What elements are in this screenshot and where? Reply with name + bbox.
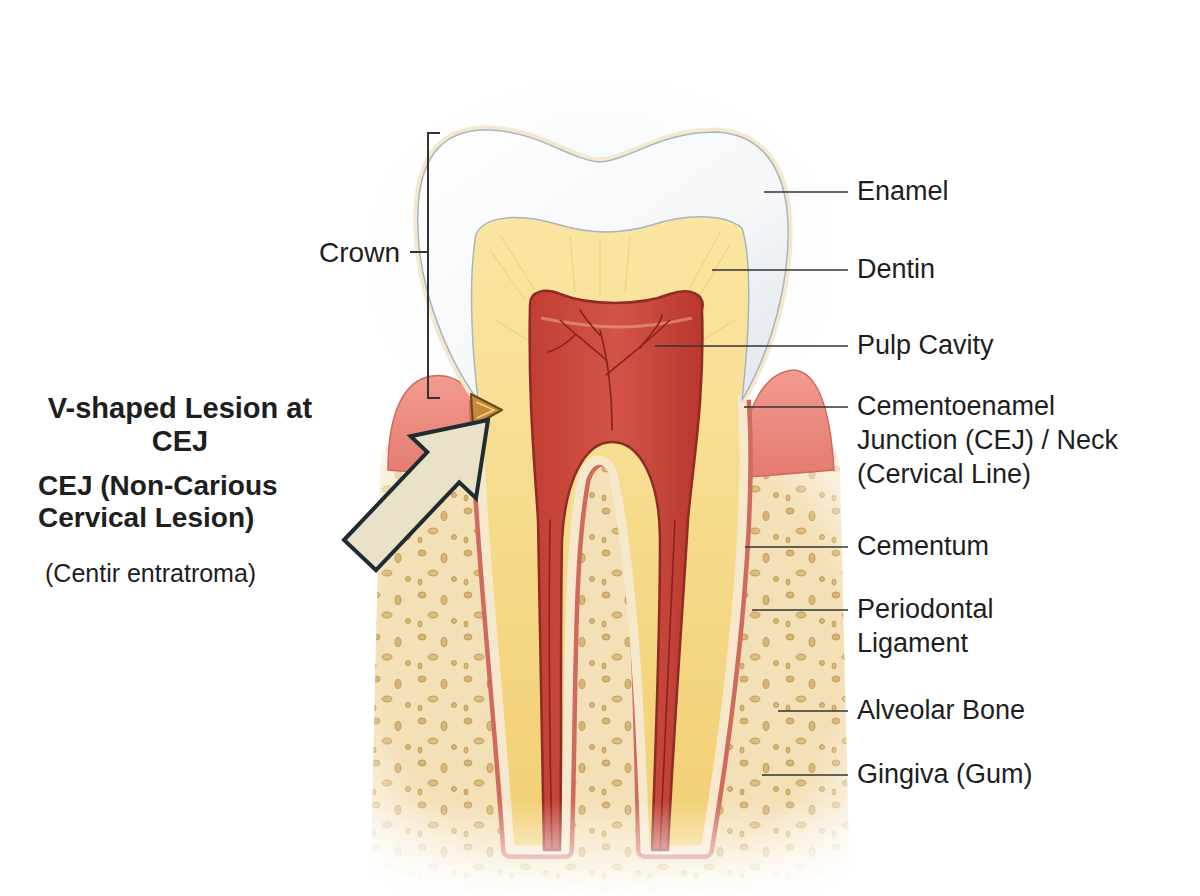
part-label: Alveolar Bone [857, 694, 1177, 728]
callout-heading: V-shaped Lesion at CEJ [35, 392, 325, 459]
part-label: Crown [280, 235, 400, 270]
callout-note: (Centir entratroma) [45, 558, 345, 589]
part-label: Dentin [857, 253, 1177, 287]
callout-subheading: CEJ (Non-Carious Cervical Lesion) [38, 470, 338, 534]
part-label: Enamel [857, 175, 1177, 209]
part-label: Periodontal Ligament [857, 593, 1057, 661]
part-label: Pulp Cavity [857, 329, 1177, 363]
part-label: Cementoenamel Junction (CEJ) / Neck (Cer… [857, 390, 1142, 491]
part-label: Gingiva (Gum) [857, 758, 1177, 792]
part-label: Cementum [857, 530, 1177, 564]
